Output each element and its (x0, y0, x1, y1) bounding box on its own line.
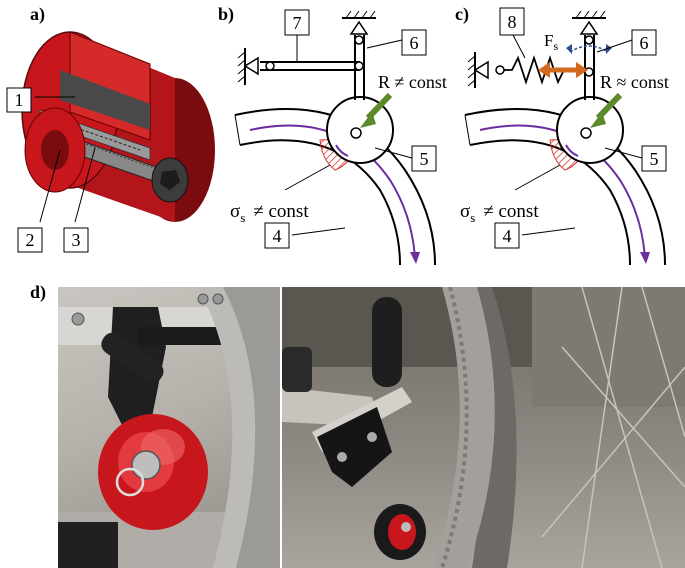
r-label: R ≠ const (378, 72, 447, 92)
sigma-label: σs≠ const (230, 201, 309, 225)
callout-2: 2 (26, 230, 35, 250)
callout-4: 4 (503, 226, 512, 246)
callout-4: 4 (273, 226, 282, 246)
callout-5: 5 (650, 149, 659, 169)
callout-1: 1 (15, 90, 24, 110)
callout-3: 3 (72, 230, 81, 250)
callout-5: 5 (420, 149, 429, 169)
sigma-label: σs≠ const (460, 201, 539, 225)
callout-6: 6 (640, 33, 649, 53)
photo-left-wheelchair-roller (58, 287, 280, 568)
callout-8: 8 (508, 12, 517, 32)
panel-b-diagram: 7 6 5 4 R ≠ const σs≠ const (230, 9, 447, 266)
photo-right-wheelchair-roller (282, 287, 685, 568)
force-label: Fs (544, 31, 558, 53)
callout-6: 6 (410, 33, 419, 53)
panel-label-d: d) (30, 282, 47, 302)
r-label: R ≈ const (600, 72, 669, 92)
panel-c-diagram: 8 6 5 4 Fs R ≈ const σs≠ const (460, 7, 669, 266)
panel-a-roller-cutaway (21, 31, 215, 223)
panel-label-a: a) (30, 4, 45, 24)
panel-label-b: b) (218, 4, 235, 24)
callout-7: 7 (293, 13, 302, 33)
panel-a-callouts: 1 2 3 (6, 87, 89, 253)
panel-label-c: c) (455, 4, 469, 24)
